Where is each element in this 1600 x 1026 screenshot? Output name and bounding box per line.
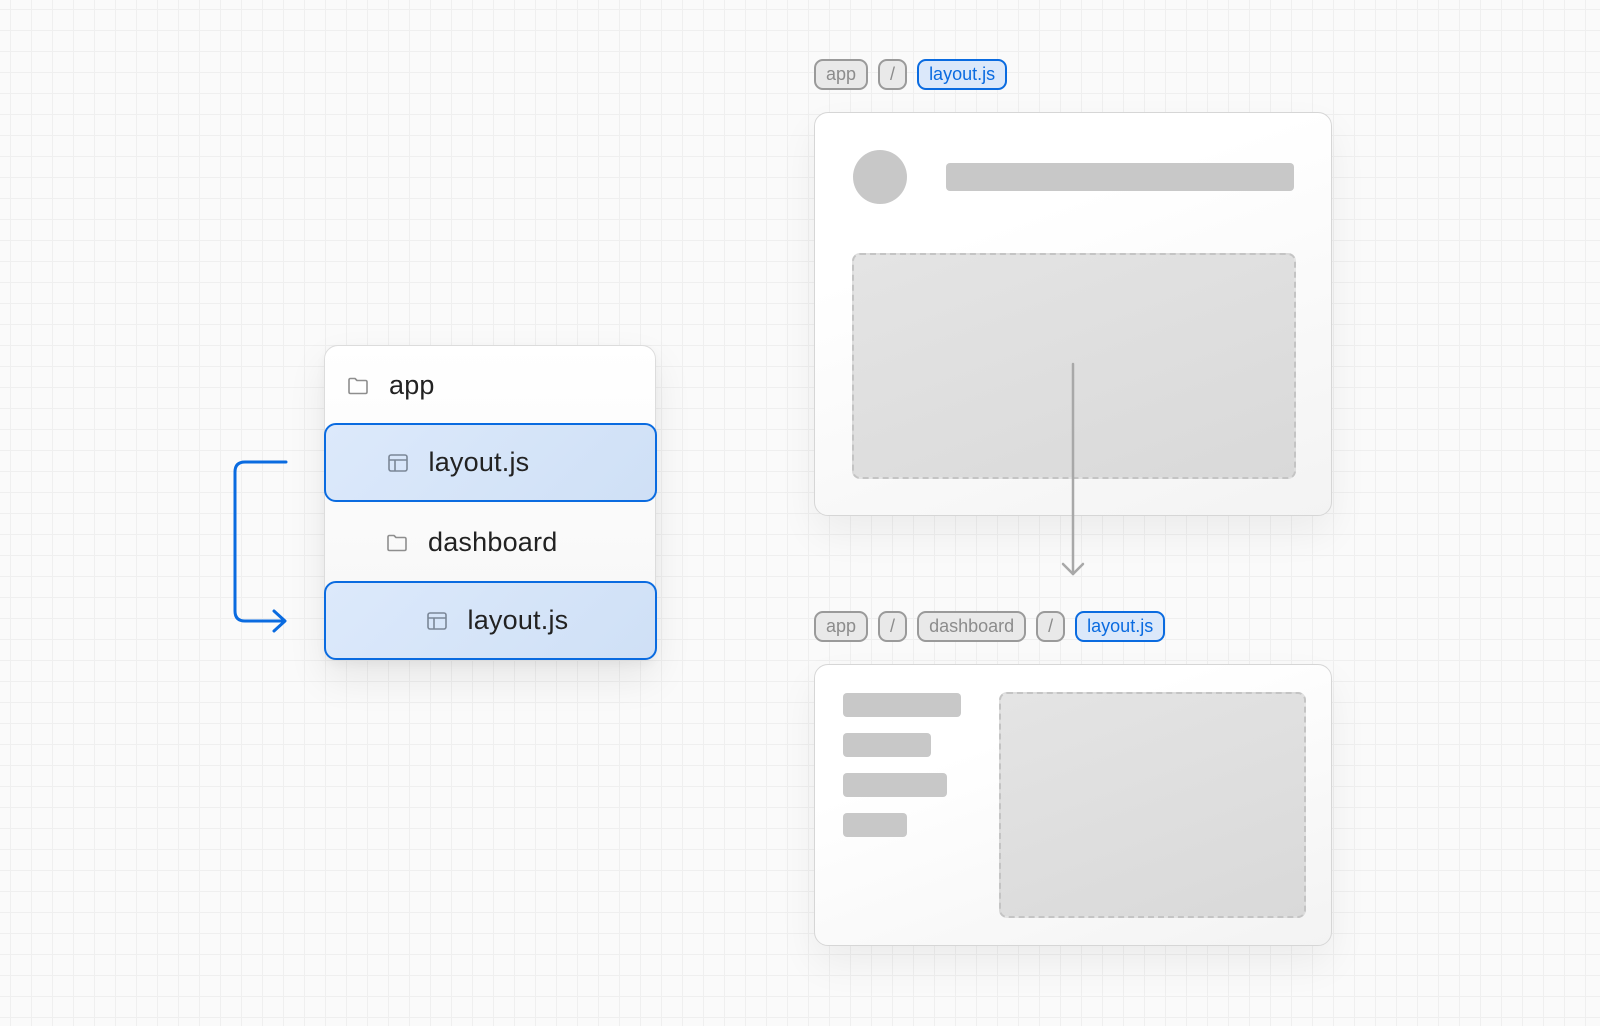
header-placeholder [946,163,1294,191]
layout-icon [387,452,409,474]
folder-icon [386,532,408,554]
tree-item-label: layout.js [428,447,530,477]
tree-item-dashboard-layout[interactable]: layout.js [323,581,657,660]
breadcrumb-separator: / [1036,611,1066,642]
root-layout-breadcrumb: app / layout.js [814,59,1008,90]
nav-item-placeholder [843,773,947,797]
nav-item-placeholder [843,733,931,757]
children-slot [999,692,1306,918]
arrow-down-icon [1061,362,1085,576]
nested-layout-breadcrumb: app / dashboard / layout.js [814,611,1166,642]
tree-item-label: dashboard [428,527,558,557]
tree-item-label: app [389,370,435,400]
breadcrumb-segment-dashboard: dashboard [917,611,1027,642]
nav-item-placeholder [843,693,961,717]
breadcrumb-segment-app: app [814,59,869,90]
layout-icon [426,610,448,632]
tree-item-root-layout[interactable]: layout.js [323,423,657,502]
avatar-placeholder [853,150,907,204]
tree-item-dashboard-folder[interactable]: dashboard [325,503,657,582]
folder-icon [347,375,369,397]
nested-layout-preview [814,664,1332,946]
breadcrumb-segment-layout: layout.js [1075,611,1166,642]
tree-item-label: layout.js [467,605,569,635]
nesting-arrow-icon [233,460,288,633]
nav-item-placeholder [843,813,907,837]
file-tree: app layout.js dashboard layout.js [323,345,657,661]
breadcrumb-separator: / [878,611,908,642]
breadcrumb-segment-layout: layout.js [917,59,1008,90]
breadcrumb-separator: / [878,59,908,90]
breadcrumb-segment-app: app [814,611,869,642]
tree-item-app-folder[interactable]: app [325,346,657,425]
